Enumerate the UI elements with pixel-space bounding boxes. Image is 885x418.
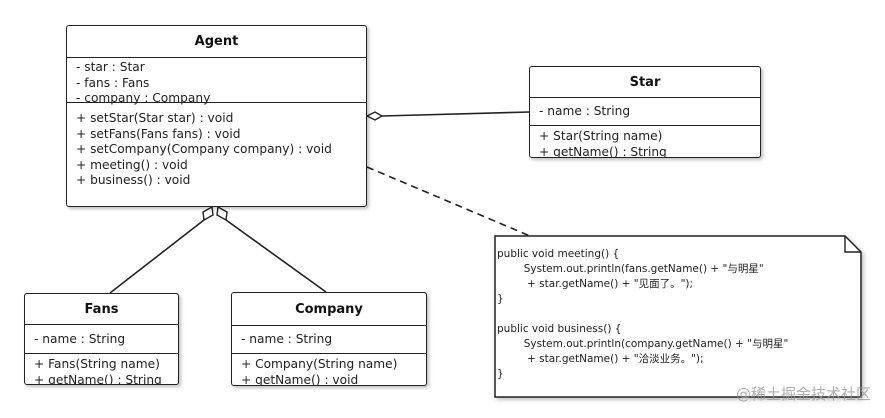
note-anchor-dashed-line: [366, 166, 531, 237]
attribute: - name : String: [241, 332, 333, 346]
class-agent-name: Agent: [67, 26, 366, 58]
class-star-attributes: - name : String: [530, 98, 760, 126]
operation: + setCompany(Company company) : void: [76, 142, 332, 156]
agent-company-aggregation-line: [225, 219, 327, 293]
class-fans-attributes: - name : String: [25, 325, 178, 354]
note-code[interactable]: public void meeting() { System.out.print…: [497, 247, 852, 397]
note-line: }: [497, 368, 504, 380]
agent-fans-aggregation-diamond: [202, 205, 214, 222]
agent-fans-aggregation-line: [109, 219, 205, 294]
note-line: [497, 307, 852, 322]
operation: + setFans(Fans fans) : void: [76, 126, 241, 141]
note-line: }: [497, 293, 504, 305]
class-agent[interactable]: Agent - star : Star - fans : Fans - comp…: [66, 25, 367, 207]
note-folded-corner: [844, 236, 861, 253]
attribute: - company : Company: [76, 91, 211, 105]
agent-star-aggregation-line: [381, 111, 530, 117]
class-agent-attributes: - star : Star - fans : Fans - company : …: [67, 58, 366, 105]
class-star-name: Star: [530, 67, 760, 98]
operation: + getName() : String: [34, 372, 162, 385]
note-line: public void meeting() {: [497, 248, 620, 260]
note-body: [494, 235, 862, 398]
note-line: + star.getName() + "见面了。");: [497, 278, 694, 290]
class-fans-operations: + Fans(String name) + getName() : String: [25, 354, 178, 385]
operation: + Company(String name): [241, 357, 398, 371]
class-company-attributes: - name : String: [232, 326, 426, 354]
operation: + getName() : void: [241, 372, 359, 386]
class-fans[interactable]: Fans - name : String + Fans(String name)…: [24, 293, 179, 385]
operation: + getName() : String: [539, 144, 667, 158]
note-line: public void business() {: [497, 323, 622, 335]
class-company-name: Company: [232, 293, 426, 326]
attribute: - fans : Fans: [76, 75, 150, 90]
attribute: - name : String: [539, 104, 631, 118]
agent-company-aggregation-diamond: [216, 205, 228, 222]
class-fans-name: Fans: [25, 294, 178, 325]
class-star-operations: + Star(String name) + getName() : String: [530, 126, 760, 158]
attribute: - star : Star: [76, 60, 145, 74]
watermark: @稀土掘金技术社区: [735, 385, 871, 403]
note-line: System.out.println(fans.getName() + "与明星…: [497, 263, 764, 275]
note-line: System.out.println(company.getName() + "…: [497, 338, 789, 350]
operation: + meeting() : void: [76, 157, 188, 172]
note-line: + star.getName() + "洽淡业务。");: [497, 353, 704, 365]
class-star[interactable]: Star - name : String + Star(String name)…: [529, 66, 761, 158]
operation: + Fans(String name): [34, 357, 160, 371]
operation: + setStar(Star star) : void: [76, 111, 234, 125]
class-agent-operations: + setStar(Star star) : void + setFans(Fa…: [67, 103, 366, 189]
class-company-operations: + Company(String name) + getName() : voi…: [232, 354, 426, 386]
agent-star-aggregation-diamond: [365, 111, 384, 121]
operation: + business() : void: [76, 173, 191, 187]
class-company[interactable]: Company - name : String + Company(String…: [231, 292, 427, 386]
operation: + Star(String name): [539, 129, 663, 143]
attribute: - name : String: [34, 332, 126, 346]
